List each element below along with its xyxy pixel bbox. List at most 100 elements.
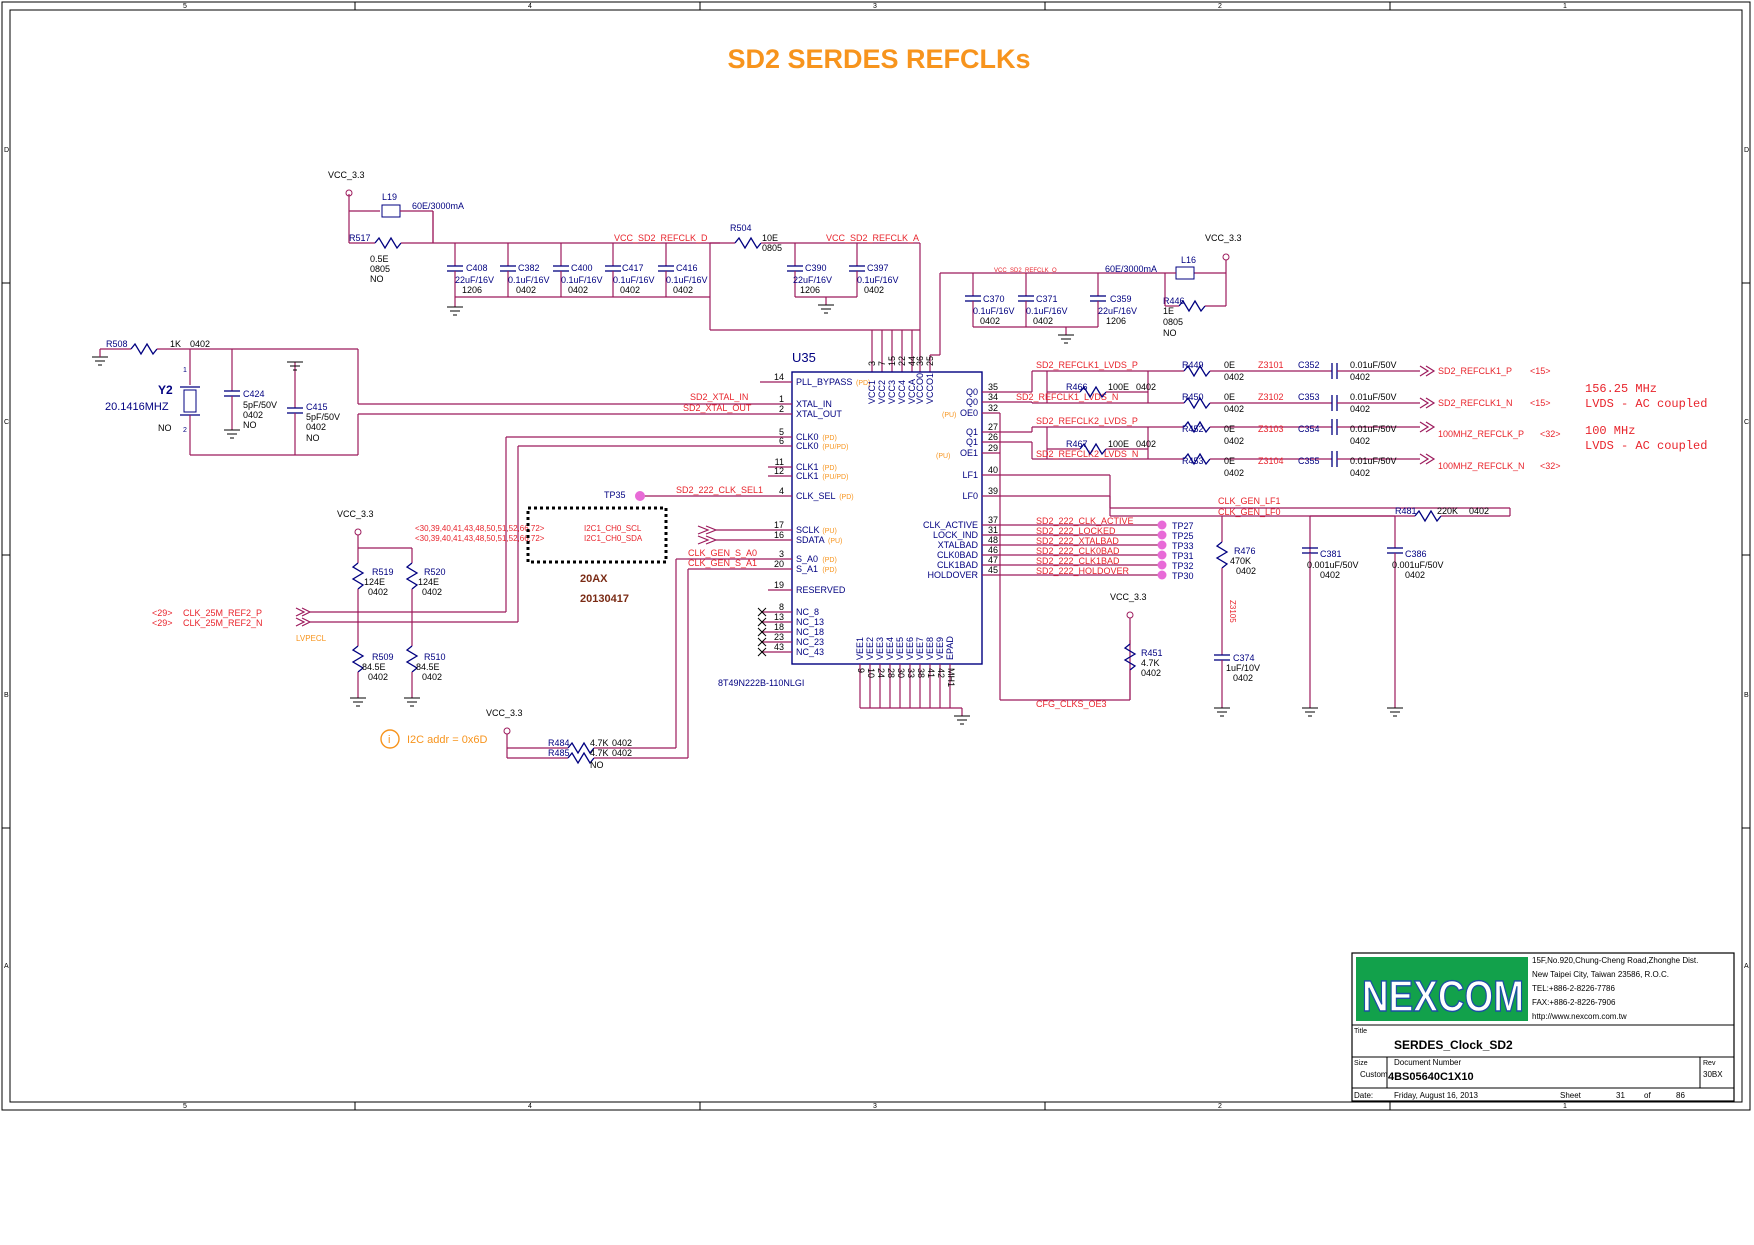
ic-pin-num-18: 18 (774, 622, 784, 632)
ic-pin-num-13: 13 (774, 612, 784, 622)
r453-pkg: 0402 (1224, 468, 1244, 478)
col-marker-top-1: 1 (1563, 3, 1567, 10)
r481-pkg: 0402 (1469, 506, 1489, 516)
row-r450: R450 0E 0402 Z3102 C353 0.01uF/50V 0402 … (1182, 392, 1551, 414)
row-marker-left-c: C (4, 419, 9, 426)
c386-pkg: 0402 (1405, 570, 1425, 580)
ic-pin-num-12: 12 (774, 466, 784, 476)
c415-val: 5pF/50V (306, 412, 340, 422)
c415-ref: C415 (306, 402, 328, 412)
doc-number: 4BS05640C1X10 (1388, 1071, 1474, 1083)
c416-ref: C416 (676, 263, 698, 273)
c400-val: 0.1uF/16V (561, 275, 603, 285)
ic-tpin-num-44: 44 (907, 356, 917, 366)
ic-rpin-num-47: 47 (988, 555, 998, 565)
ic-ref: U35 (792, 350, 816, 365)
c397-val: 0.1uF/16V (857, 275, 899, 285)
net-out2-n: 100MHZ_REFCLK_N (1438, 461, 1525, 471)
ic-pin-name-20: S_A1 (796, 564, 818, 574)
ic-tpin-name-25: VCCO1 (925, 373, 935, 404)
r519-pkg: 0402 (368, 587, 388, 597)
ic-tpin-name-15: VCC3 (887, 380, 897, 404)
testpoint-TP32 (1157, 560, 1167, 570)
net-vcc-sd2-refclk-a: VCC_SD2_REFCLK_A (826, 233, 919, 243)
col-marker-bottom-3: 3 (873, 1103, 877, 1110)
rev-value: 30BX (1703, 1070, 1723, 1079)
i2c-wiring: <30,39,40,41,43,48,50,51,52,66,72> <30,3… (415, 506, 792, 758)
r453-ref: R453 (1182, 456, 1204, 466)
r450-val: 0E (1224, 392, 1235, 402)
resistor-r476 (1215, 541, 1229, 569)
addr-line-1: 15F,No.920,Chung-Cheng Road,Zhonghe Dist… (1532, 956, 1698, 965)
ic-tpin-name-7: VCC2 (877, 380, 887, 404)
c400-ref: C400 (571, 263, 593, 273)
resistor-r451 (1123, 643, 1137, 671)
r484-ref: R484 (548, 738, 570, 748)
status-tp-TP25: TP25 (1172, 531, 1194, 541)
net-oe: CFG_CLKS_OE3 (1036, 699, 1107, 709)
c386-ref: C386 (1405, 549, 1427, 559)
c408-val: 22uF/16V (455, 275, 494, 285)
ic-tpin-num-3: 3 (867, 361, 877, 366)
ic-pin-num-4: 4 (779, 486, 784, 496)
net-sda: I2C1_CH0_SDA (584, 534, 643, 543)
y2-opt: NO (158, 423, 172, 433)
c374-pkg: 0402 (1233, 673, 1253, 683)
box-rev: 20AX (580, 573, 608, 585)
ic-rpin-num-37: 37 (988, 515, 998, 525)
c352-pkg: 0402 (1350, 372, 1370, 382)
resistor-r517 (374, 236, 402, 250)
resistor-r485 (567, 751, 595, 765)
ic-top-pins: 3VCC17VCC215VCC322VCC444VCCA36VCCO025VCC… (867, 356, 935, 404)
title-label: Title (1354, 1028, 1367, 1035)
ic-rpin-num-40: 40 (988, 465, 998, 475)
r476-pkg: 0402 (1236, 566, 1256, 576)
status-net-TP30: SD2_222_HOLDOVER (1036, 566, 1130, 576)
vcc-label-a: VCC_3.3 (328, 170, 365, 180)
c415-opt: NO (306, 433, 320, 443)
r509-ref: R509 (372, 652, 394, 662)
sda-page-ref: <30,39,40,41,43,48,50,51,52,66,72> (415, 534, 545, 543)
col-marker-bottom-1: 1 (1563, 1103, 1567, 1110)
fax: FAX:+886-2-8226-7906 (1532, 998, 1616, 1007)
ic-pin-name-12: CLK1 (796, 471, 819, 481)
ic-bpin-name-MH1: EPAD (945, 636, 955, 660)
sheet-title: SD2 SERDES REFCLKs (727, 44, 1030, 74)
c408-ref: C408 (466, 263, 488, 273)
status-net-TP32: SD2_222_CLK1BAD (1036, 556, 1120, 566)
ic-pin-num-11: 11 (775, 457, 784, 467)
net-sa0: CLK_GEN_S_A0 (688, 548, 757, 558)
c424-ref: C424 (243, 389, 265, 399)
c370-pkg: 0402 (980, 316, 1000, 326)
resistor-r446 (1178, 299, 1206, 313)
testpoint-TP31 (1157, 550, 1167, 560)
website: http://www.nexcom.com.tw (1532, 1012, 1627, 1021)
ic-pin-name-11: CLK1 (796, 462, 819, 472)
r485-val: 4.7K (590, 748, 609, 758)
ic-rpin-num-32: 32 (988, 403, 998, 413)
r453-val: 0E (1224, 456, 1235, 466)
c352-val: 0.01uF/50V (1350, 360, 1397, 370)
oe-pullup: VCC_3.3 R451 4.7K 0402 (1110, 592, 1163, 700)
ic-pin-pull-4: (PD) (839, 494, 853, 501)
status-tp-TP31: TP31 (1172, 551, 1194, 561)
row-marker-right-d: D (1744, 147, 1749, 154)
addr-line-2: New Taipei City, Taiwan 23586, R.O.C. (1532, 970, 1669, 979)
ic-rpin-name-32: OE0 (960, 408, 978, 418)
r520-ref: R520 (424, 567, 446, 577)
c390-val: 22uF/16V (793, 275, 832, 285)
status-tp-TP30: TP30 (1172, 571, 1194, 581)
resistor-r519 (351, 562, 365, 590)
row-r449: R449 0E 0402 Z3101 C352 0.01uF/50V 0402 … (1182, 360, 1551, 382)
net-ref-n: CLK_25M_REF2_N (183, 618, 263, 628)
ic-rpin-num-48: 48 (988, 535, 998, 545)
c424-val: 5pF/50V (243, 400, 277, 410)
r504-ref: R504 (730, 223, 752, 233)
z3102: Z3102 (1258, 392, 1284, 402)
output-section: SD2_REFCLK1_LVDS_P SD2_REFCLK1_LVDS_N R4… (982, 360, 1707, 709)
c355-pkg: 0402 (1350, 468, 1370, 478)
c397-pkg: 0402 (864, 285, 884, 295)
r508-ref: R508 (106, 339, 128, 349)
